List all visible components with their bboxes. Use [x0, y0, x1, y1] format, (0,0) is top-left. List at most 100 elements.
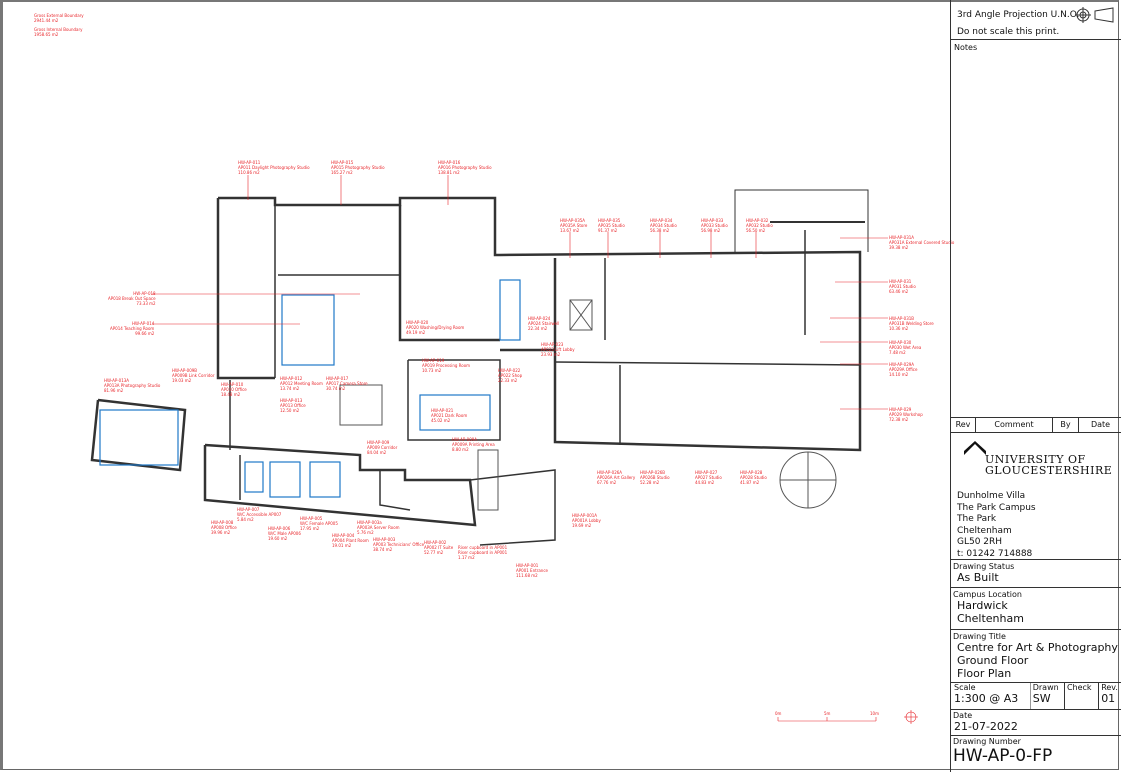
room-code: HW-AP-021	[431, 408, 454, 413]
room-code: HW-AP-009B	[172, 368, 198, 373]
room-code: HW-AP-035	[598, 218, 621, 223]
room-area: 7.48 m2	[889, 350, 906, 355]
value: 1958.65 m2	[34, 32, 59, 37]
campus-cell: Campus Location Hardwick Cheltenham	[951, 588, 1121, 630]
scale-value: 1:300 @ A3	[954, 692, 1019, 705]
room-area: 19.69 m2	[572, 523, 592, 528]
room-name: AP031A External Covered Studio	[889, 240, 955, 245]
room-area: 8.80 m2	[452, 447, 469, 452]
room-name: AP029 Workshop	[889, 412, 923, 417]
room-area: 56.98 m2	[701, 228, 721, 233]
room-name: AP021 Dark Room	[431, 413, 468, 418]
room-area: 5.76 m2	[357, 530, 374, 535]
room-name: AP001A Lobby	[572, 518, 601, 523]
room-code: HW-AP-019	[422, 358, 445, 363]
room-name: AP035A Store	[560, 223, 588, 228]
rev-header: Rev	[951, 418, 976, 432]
drawing-status-cell: Drawing Status As Built	[951, 560, 1121, 588]
drawing-number-cell: Drawing Number HW-AP-0-FP	[951, 736, 1121, 772]
room-code: HW-AP-033	[701, 218, 724, 223]
room-area: 91.37 m2	[598, 228, 618, 233]
campus-line: Cheltenham	[957, 612, 1024, 625]
room-area: 5.84 m2	[237, 517, 254, 522]
room-code: HW-AP-004	[332, 533, 355, 538]
room-code: HW-AP-003	[373, 537, 396, 542]
room-name: AP014 Teaching Room	[110, 326, 155, 331]
room-area: 99.66 m2	[135, 331, 155, 336]
room-name: AP008 Office	[211, 525, 237, 530]
room-code: HW-AP-029	[889, 407, 912, 412]
room-area: 19.60 m2	[268, 536, 288, 541]
room-name: AP003A Server Room	[357, 525, 400, 530]
date-label: Date	[953, 711, 973, 720]
room-code: HW-AP-027	[695, 470, 718, 475]
room-area: 81.96 m2	[104, 388, 124, 393]
scale-label: Scale	[954, 683, 976, 692]
room-name: AP030 Wet Area	[889, 345, 922, 350]
room-area: 44.83 m2	[695, 480, 715, 485]
room-area: 22.33 m2	[498, 378, 518, 383]
room-code: HW-AP-002	[424, 540, 447, 545]
address: Dunholme Villa The Park Campus The Park …	[957, 491, 1036, 560]
room-name: W/C Accessible AP007	[237, 512, 282, 517]
room-code: HW-AP-029A	[889, 362, 915, 367]
room-area: 13.67 m2	[560, 228, 580, 233]
room-code: HW-AP-030	[889, 340, 912, 345]
room-name: AP003 Technicians' Office	[373, 542, 425, 547]
label: Gross External Boundary	[34, 13, 84, 18]
room-name: AP026B Studio	[640, 475, 670, 480]
room-area: 13.74 m2	[280, 386, 300, 391]
room-name: AP020 Washing/Drying Room	[406, 325, 465, 330]
room-name: AP013 Office	[280, 403, 306, 408]
logo-line-1: UNIVERSITY OF	[985, 453, 1086, 466]
room-area: 67.76 m2	[597, 480, 617, 485]
room-code: HW-AP-022	[498, 368, 521, 373]
room-code: HW-AP-015	[331, 160, 354, 165]
revision-header: Rev Comment By Date	[951, 418, 1121, 433]
room-area: 19.03 m2	[172, 378, 192, 383]
room-name: W/C Male AP006	[268, 531, 301, 536]
room-area: 84.04 m2	[367, 450, 387, 455]
room-code: HW-AP-010	[221, 382, 244, 387]
room-code: HW-AP-011	[238, 160, 261, 165]
room-area: 10.73 m2	[422, 368, 442, 373]
title-block: 3rd Angle Projection U.N.O. Do not scale…	[950, 0, 1121, 772]
address-line: The Park	[957, 514, 997, 524]
room-code: HW-AP-035A	[560, 218, 586, 223]
room-name: AP009 Corridor	[367, 445, 398, 450]
room-code: HW-AP-026B	[640, 470, 666, 475]
room-area: 110.86 m2	[238, 170, 260, 175]
rev-label: Rev.	[1101, 683, 1118, 692]
room-name: AP031B Welding Store	[889, 321, 934, 326]
room-name: AP019 Processing Room	[422, 363, 471, 368]
title-label: Drawing Title	[953, 632, 1006, 641]
room-area: 19.01 m2	[332, 543, 352, 548]
campus-line: Hardwick	[957, 599, 1008, 612]
scale-bar-10: 10m	[870, 711, 879, 716]
room-code: HW-AP-008	[211, 520, 234, 525]
